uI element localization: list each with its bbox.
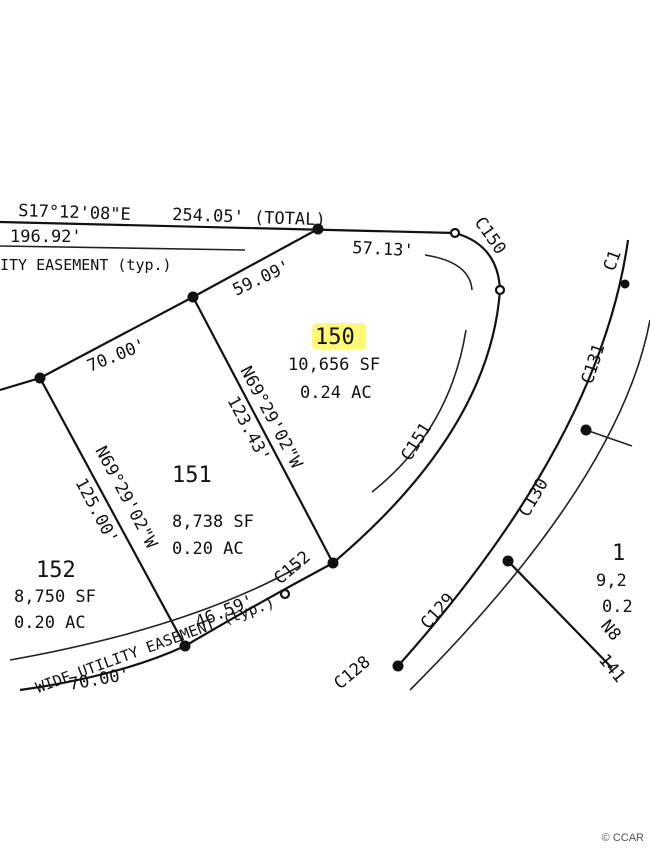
road-arc-inner bbox=[409, 319, 650, 691]
lot-line-top-diag bbox=[192, 228, 319, 298]
segment-70-label: 70.00' bbox=[84, 335, 148, 377]
lot-right-number: 1 bbox=[612, 541, 625, 566]
curve-c128-label: C128 bbox=[330, 652, 374, 694]
curve-c151-inner bbox=[371, 329, 467, 493]
lot-150-number: 150 bbox=[315, 325, 355, 350]
segment-59-label: 59.09' bbox=[230, 256, 294, 300]
corner-pin bbox=[279, 588, 291, 600]
corner-pin bbox=[620, 279, 630, 289]
easement-top-label: ITY EASEMENT (typ.) bbox=[0, 256, 172, 274]
lot-152-area-sf: 8,750 SF bbox=[14, 587, 96, 607]
curve-c151-line bbox=[332, 289, 502, 564]
curve-c150-inner bbox=[424, 254, 473, 291]
curve-c130-label: C130 bbox=[515, 475, 553, 520]
curve-c150-label: C150 bbox=[470, 213, 510, 258]
segment-196-label: 196.92' bbox=[10, 227, 82, 247]
lot-line-150-151 bbox=[192, 296, 334, 564]
easement-line-top bbox=[0, 245, 246, 251]
curve-c151-label: C151 bbox=[397, 419, 436, 464]
right-bearing-label: N8 bbox=[596, 616, 624, 645]
corner-pin bbox=[179, 640, 191, 652]
corner-pin bbox=[34, 372, 46, 384]
top-boundary-line bbox=[0, 220, 456, 235]
lot-150-area-ac: 0.24 AC bbox=[300, 383, 372, 403]
corner-pin bbox=[392, 660, 404, 672]
corner-pin bbox=[327, 557, 339, 569]
corner-pin bbox=[494, 284, 506, 296]
lot-150-area-sf: 10,656 SF bbox=[288, 355, 380, 375]
watermark-text: © CCAR bbox=[601, 832, 644, 844]
lot-number-highlight bbox=[312, 323, 366, 349]
curve-c150-line bbox=[454, 231, 502, 291]
lot-right-area-ac: 0.2 bbox=[602, 597, 633, 617]
road-arc-outer bbox=[397, 239, 630, 667]
curve-c152-label: C152 bbox=[270, 547, 314, 589]
corner-pin bbox=[449, 227, 461, 239]
boundary-bearing-label: S17°12'08"E bbox=[18, 201, 131, 225]
lot-right-area-sf: 9,2 bbox=[596, 571, 627, 591]
lot-line-left-diag bbox=[39, 296, 194, 379]
lot-151-area-sf: 8,738 SF bbox=[172, 512, 254, 532]
curve-c152-line bbox=[184, 562, 334, 647]
lot-152-number: 152 bbox=[36, 558, 76, 583]
corner-pin bbox=[580, 424, 592, 436]
road-lot-line bbox=[507, 560, 613, 669]
corner-pin bbox=[502, 555, 514, 567]
lot-151-number: 151 bbox=[172, 463, 212, 488]
lot-line-151-152 bbox=[39, 377, 186, 647]
curve-c129-label: C129 bbox=[417, 590, 459, 634]
corner-pin bbox=[187, 291, 199, 303]
lot-151-area-ac: 0.20 AC bbox=[172, 539, 244, 559]
bottom-easement-arc bbox=[9, 565, 301, 661]
curve-c131-label: C131 bbox=[578, 341, 610, 386]
segment-57-label: 57.13' bbox=[352, 238, 414, 261]
corner-pin bbox=[312, 223, 324, 235]
bottom-arc-line bbox=[19, 645, 186, 692]
road-lot-line-2 bbox=[585, 429, 633, 447]
lot-line-far-left bbox=[0, 376, 41, 392]
lot-152-area-ac: 0.20 AC bbox=[14, 613, 86, 633]
